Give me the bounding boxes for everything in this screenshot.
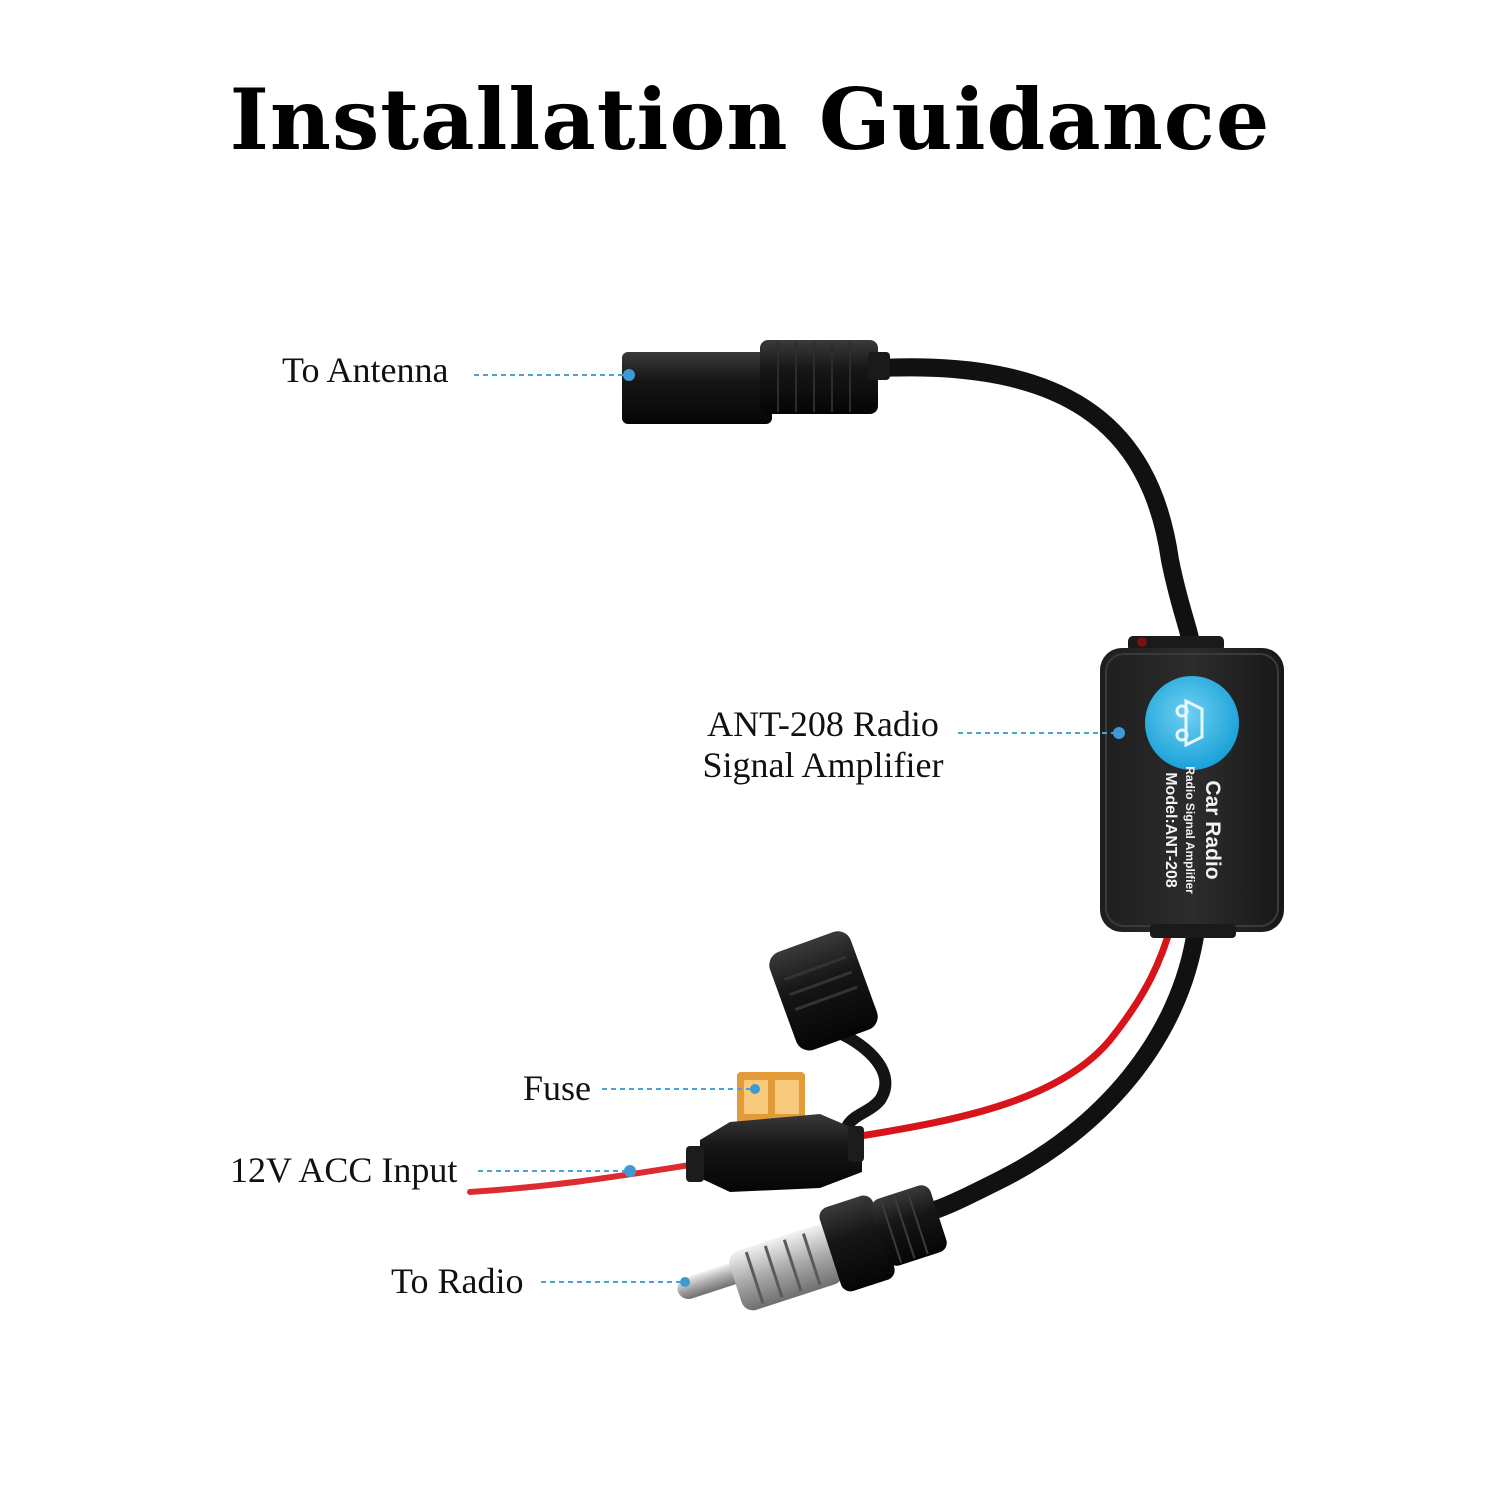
radio-cable [926, 921, 1205, 1219]
leader-antenna [474, 369, 635, 381]
fuse-strap [826, 1024, 892, 1131]
radio-plug [677, 1185, 947, 1311]
device-subtitle-print: Radio Signal Amplifier [1183, 766, 1197, 894]
red-wire-right [856, 926, 1174, 1140]
antenna-socket [622, 340, 890, 424]
label-amplifier-line2: Signal Amplifier [702, 745, 944, 786]
page-title: Installation Guidance [229, 70, 1271, 169]
device-model-print: Model:ANT-208 [1162, 772, 1179, 888]
fuse-cap [769, 931, 878, 1051]
brand-badge [1145, 676, 1239, 770]
label-amplifier-line1: ANT-208 Radio [707, 704, 939, 744]
leader-radio [541, 1277, 690, 1287]
leader-acc-input [478, 1165, 636, 1177]
label-fuse: Fuse [523, 1068, 592, 1108]
antenna-cable [871, 358, 1201, 659]
amplifier-box: Car Radio Radio Signal Amplifier Model:A… [1100, 636, 1284, 938]
device-brand-print: Car Radio [1201, 780, 1224, 879]
leader-fuse [602, 1084, 760, 1094]
fuse-holder [686, 931, 892, 1192]
label-acc-input: 12V ACC Input [230, 1150, 458, 1190]
leader-amplifier [958, 727, 1125, 739]
label-to-radio: To Radio [391, 1261, 524, 1301]
led-indicator [1137, 637, 1147, 647]
label-to-antenna: To Antenna [282, 350, 449, 390]
red-wire-left [467, 1162, 693, 1195]
label-amplifier: ANT-208 Radio Signal Amplifier [688, 704, 958, 787]
